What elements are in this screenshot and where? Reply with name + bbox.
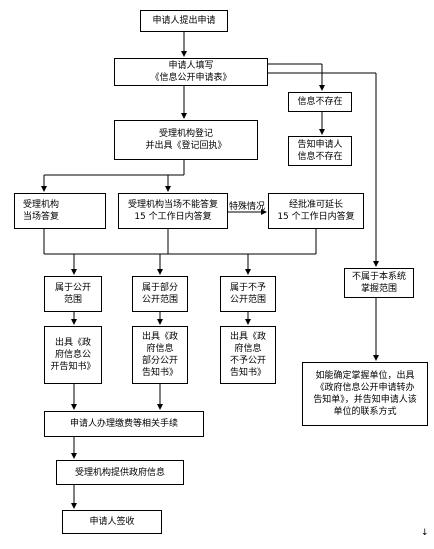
node-partial-line1: 属于部分 — [141, 283, 178, 293]
node-extend: 经批准可延长 15 个工作日内答复 — [268, 193, 364, 229]
node-apply-line: 申请人提出申请 — [152, 16, 216, 26]
node-register-line1: 受理机构登记 — [158, 129, 213, 139]
node-not-system-line2: 掌握范围 — [360, 284, 397, 294]
node-fill: 申请人填写 《信息公开申请表》 — [114, 58, 268, 86]
node-transfer-line4: 单位的联系方式 — [333, 407, 397, 417]
node-notice-partial: 出具《政 府信息 部分公开 告知书》 — [132, 326, 188, 384]
node-onsite-line1: 受理机构 — [23, 200, 60, 210]
node-transfer-line2: 《政府信息公开申请转办 — [315, 383, 415, 393]
node-notice-public-line3: 开告知书》 — [50, 362, 96, 372]
node-notice-partial-line3: 部分公开 — [141, 356, 178, 366]
node-fill-line1: 申请人填写 — [168, 61, 214, 71]
node-nonpublic-line2: 公开范围 — [229, 295, 266, 305]
node-register: 受理机构登记 并出具《登记回执》 — [114, 120, 258, 160]
node-nonpublic: 属于不予 公开范围 — [220, 276, 276, 312]
node-notice-partial-line4: 告知书》 — [141, 368, 178, 378]
node-partial: 属于部分 公开范围 — [132, 276, 188, 312]
node-fill-line2: 《信息公开申请表》 — [150, 73, 232, 83]
node-notice-public-line1: 出具《政 — [54, 338, 91, 348]
node-notice-nonpublic-line4: 告知书》 — [229, 368, 266, 378]
node-public: 属于公开 范围 — [44, 276, 102, 312]
node-notice-partial-line2: 府信息 — [146, 344, 174, 354]
node-notice-nonpublic: 出具《政 府信息 不予公开 告知书》 — [220, 326, 276, 384]
label-special-case: 特殊情况 — [229, 202, 266, 212]
node-notice-partial-line1: 出具《政 — [141, 332, 178, 342]
node-reply15-line2: 15 个工作日内答复 — [134, 212, 212, 222]
node-apply: 申请人提出申请 — [140, 10, 228, 32]
node-notice-nonpublic-line3: 不予公开 — [229, 356, 266, 366]
node-reply15-line1: 受理机构当场不能答复 — [127, 200, 218, 210]
node-onsite: 受理机构 当场答复 — [14, 193, 106, 229]
node-onsite-line2: 当场答复 — [23, 212, 60, 222]
node-extend-line2: 15 个工作日内答复 — [277, 212, 355, 222]
node-transfer-line3: 告知单》，并告知申请人该 — [313, 395, 417, 405]
node-transfer-line1: 如能确定掌握单位，出具 — [315, 371, 415, 381]
node-partial-line2: 公开范围 — [141, 295, 178, 305]
node-fee-line: 申请人办理缴费等相关手续 — [69, 419, 178, 429]
node-not-exist: 信息不存在 — [288, 92, 352, 112]
node-notice-public: 出具《政 府信息公 开告知书》 — [44, 326, 102, 384]
node-fee: 申请人办理缴费等相关手续 — [44, 411, 204, 437]
node-sign-line: 申请人签收 — [89, 517, 135, 527]
node-notice-nonpublic-line1: 出具《政 — [229, 332, 266, 342]
node-public-line1: 属于公开 — [54, 283, 91, 293]
node-notify-not-exist-line2: 信息不存在 — [297, 152, 343, 162]
node-notify-not-exist: 告知申请人 信息不存在 — [288, 136, 352, 166]
node-provide: 受理机构提供政府信息 — [56, 460, 184, 485]
node-notice-nonpublic-line2: 府信息 — [234, 344, 262, 354]
node-nonpublic-line1: 属于不予 — [229, 283, 266, 293]
node-register-line2: 并出具《登记回执》 — [145, 141, 227, 151]
node-extend-line1: 经批准可延长 — [288, 200, 343, 210]
node-sign: 申请人签收 — [62, 510, 162, 534]
node-notify-not-exist-line1: 告知申请人 — [297, 140, 343, 150]
node-provide-line: 受理机构提供政府信息 — [74, 467, 165, 478]
node-reply15: 受理机构当场不能答复 15 个工作日内答复 — [118, 193, 228, 229]
node-not-system-line1: 不属于本系统 — [351, 272, 406, 282]
node-transfer: 如能确定掌握单位，出具 《政府信息公开申请转办 告知单》，并告知申请人该 单位的… — [302, 362, 428, 426]
node-not-system: 不属于本系统 掌握范围 — [344, 268, 414, 298]
corner-mark: ↓ — [421, 528, 429, 538]
node-notice-public-line2: 府信息公 — [54, 350, 91, 360]
node-public-line2: 范围 — [63, 295, 82, 305]
node-not-exist-line: 信息不存在 — [297, 97, 343, 107]
